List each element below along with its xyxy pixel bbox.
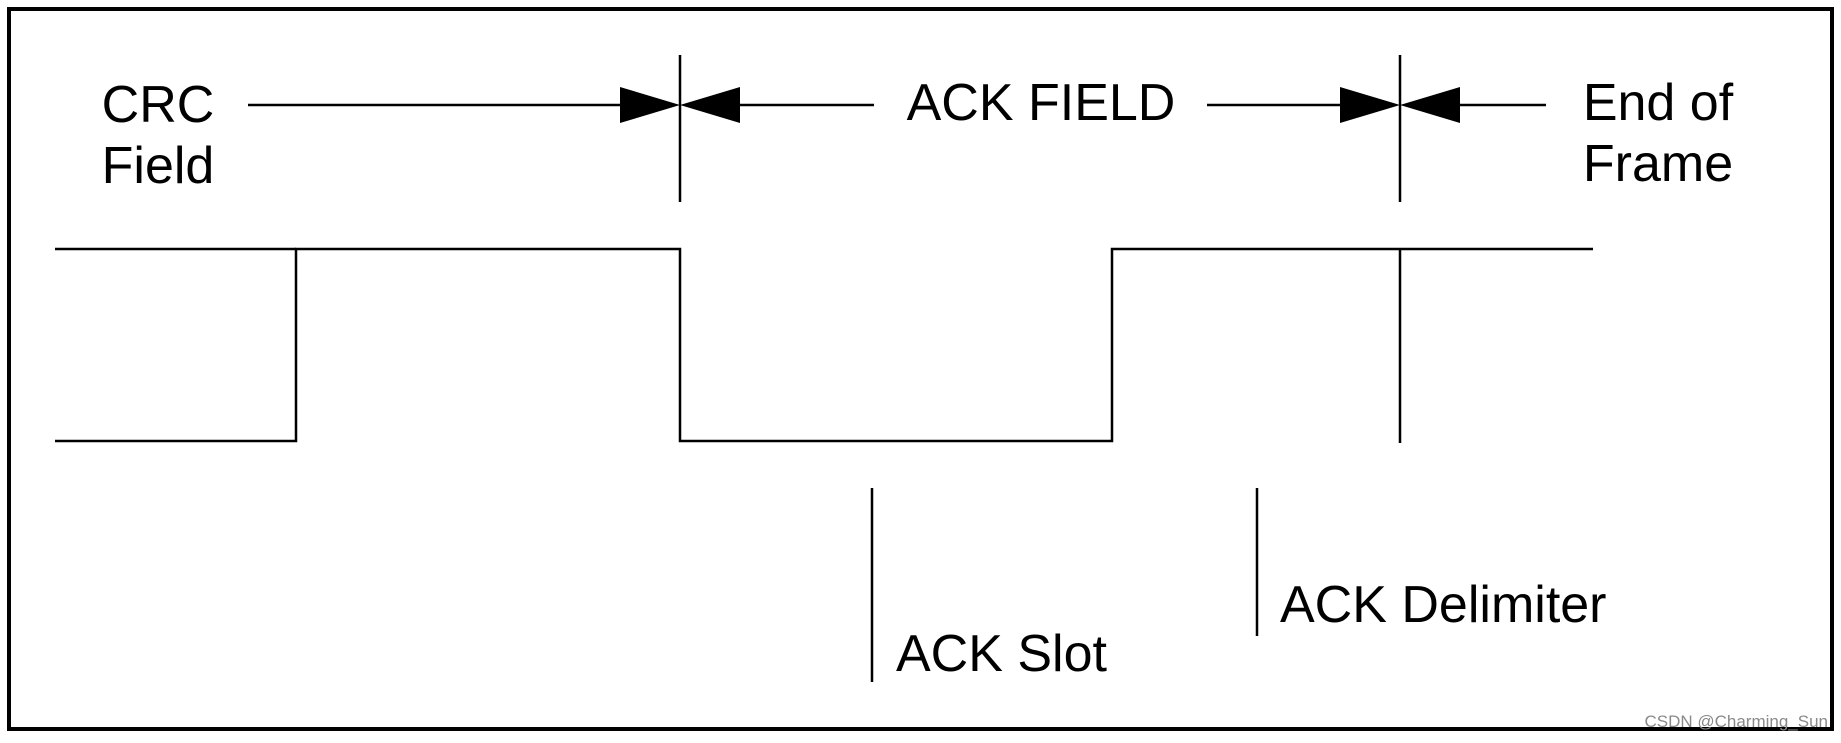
eof-arrowhead-left bbox=[1400, 87, 1460, 123]
signal-waveform bbox=[55, 247, 1593, 443]
ack-arrowhead-left bbox=[680, 87, 740, 123]
watermark-text: CSDN @Charming_Sun bbox=[1644, 712, 1828, 731]
end-of-frame-label-line2: Frame bbox=[1583, 135, 1733, 193]
ack-delimiter-label: ACK Delimiter bbox=[1280, 576, 1607, 634]
end-of-frame-label-line1: End of bbox=[1583, 74, 1734, 132]
ack-slot-label: ACK Slot bbox=[896, 625, 1108, 683]
crc-field-label-line1: CRC bbox=[102, 76, 215, 134]
crc-arrowhead-right bbox=[620, 87, 680, 123]
crc-field-label-line2: Field bbox=[102, 137, 215, 195]
ack-arrowhead-right bbox=[1340, 87, 1400, 123]
diagram-border bbox=[7, 7, 1834, 731]
ack-field-label: ACK FIELD bbox=[907, 74, 1176, 132]
